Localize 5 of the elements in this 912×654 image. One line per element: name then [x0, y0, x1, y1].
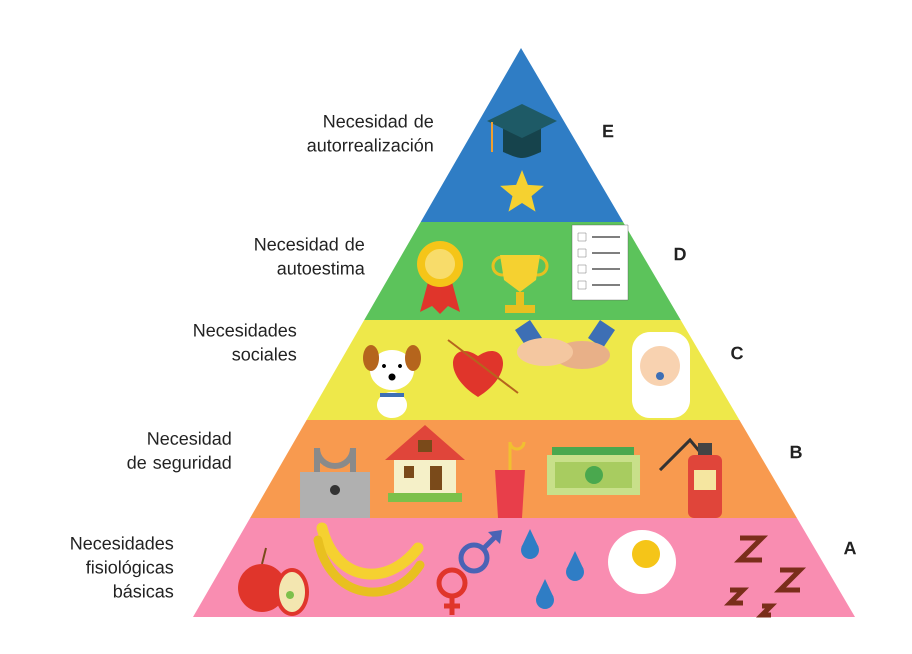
node-label: Necesidad de autoestima	[255, 237, 365, 275]
node-label: Necesidad de seguridad	[127, 432, 231, 472]
node-label: Necesidad de autorrealización	[308, 114, 433, 152]
node-label: Necesidades fisiológicas básicas	[71, 536, 174, 598]
node-label: Necesidades sociales	[194, 323, 296, 361]
